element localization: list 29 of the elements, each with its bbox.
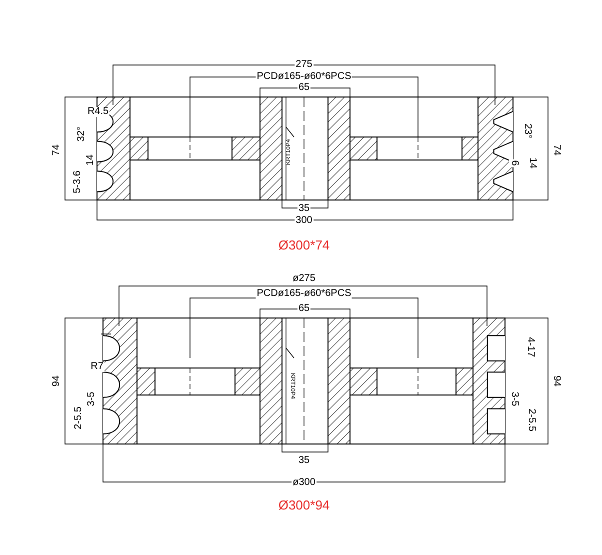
dimension-label: 65 (297, 83, 311, 93)
dimension-label: 74 (52, 143, 62, 157)
dimension-label: 74 (551, 143, 561, 157)
dimension-label: PCDø165-ø60*6PCS (256, 289, 352, 299)
dimension-label: 3-5 (509, 390, 519, 408)
dimension-label: 2-5.5 (526, 408, 536, 432)
caption: Ø300*94 (278, 498, 330, 512)
dimension-label: 14 (86, 153, 96, 167)
dimension-label: 3-5 (87, 390, 97, 408)
dimension-label: 23° (522, 122, 532, 140)
dimension-label: 14 (527, 156, 537, 170)
caption: Ø300*74 (278, 238, 330, 252)
dimension-label: R7 (90, 362, 104, 372)
dimension-label: ø300 (292, 478, 316, 488)
dimension-label: 5-3.6 (73, 170, 83, 194)
dimension-label: 35 (297, 204, 311, 214)
dimension-label: 94 (551, 374, 561, 388)
dimension-label: 35 (297, 456, 311, 466)
dimension-label: PCDø165-ø60*6PCS (256, 72, 352, 82)
dimension-label: ø275 (292, 274, 316, 284)
dimension-label: 65 (297, 304, 311, 314)
dimension-label: 275 (294, 60, 314, 70)
dimension-label: 94 (52, 374, 62, 388)
dimension-label: 32° (77, 125, 87, 143)
dimension-label: 4-17 (525, 336, 535, 358)
dimension-label: 300 (294, 216, 314, 226)
dimension-label: R4.5 (86, 107, 110, 117)
dimension-label: 2-5.5 (74, 406, 84, 430)
dimension-label: 6 (509, 159, 519, 167)
